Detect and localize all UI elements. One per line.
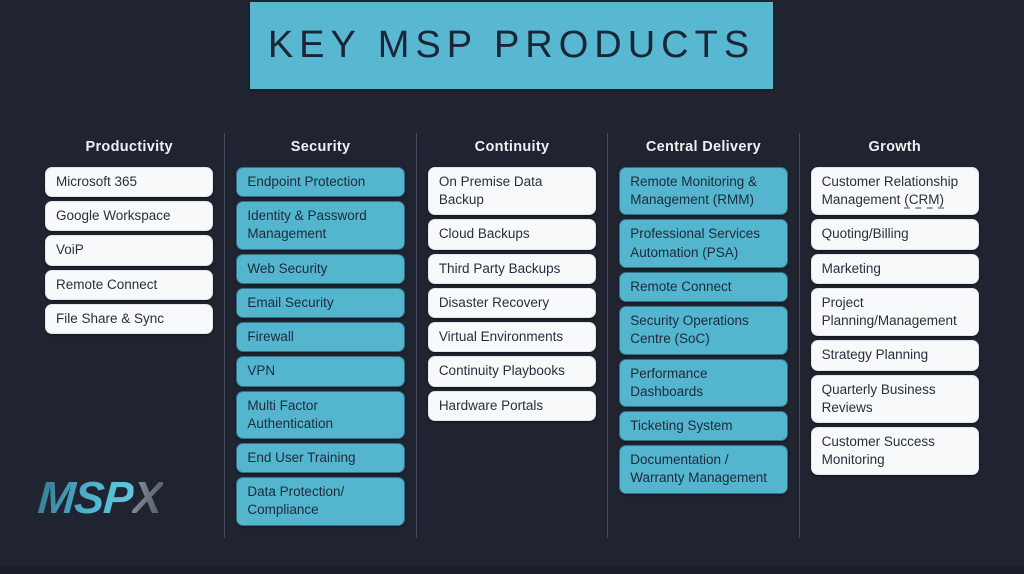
product-box-ticketing-system: Ticketing System xyxy=(619,410,788,442)
title-banner: KEY MSP PRODUCTS xyxy=(250,2,773,89)
product-box-identity-password-management: Identity & Password Management xyxy=(236,201,405,250)
column-header-productivity: Productivity xyxy=(85,139,173,155)
product-box-file-share-sync: File Share & Sync xyxy=(45,303,214,335)
product-box-google-workspace: Google Workspace xyxy=(45,201,214,232)
column-continuity: Continuity On Premise Data Backup Cloud … xyxy=(417,133,609,538)
product-box-multi-factor-authentication: Multi Factor Authentication xyxy=(236,390,405,439)
product-box-rmm: Remote Monitoring & Management (RMM) xyxy=(619,167,788,216)
product-box-end-user-training: End User Training xyxy=(236,442,405,474)
column-header-central-delivery: Central Delivery xyxy=(645,139,762,155)
column-productivity: Productivity Microsoft 365 Google Worksp… xyxy=(34,133,226,538)
product-box-data-protection-compliance: Data Protection/ Compliance xyxy=(236,477,405,526)
column-central-delivery: Central Delivery Remote Monitoring & Man… xyxy=(608,133,800,538)
product-box-web-security: Web Security xyxy=(236,253,405,284)
product-box-project-planning-management: Project Planning/Management xyxy=(810,287,980,337)
column-growth: Growth Customer Relationship Management … xyxy=(800,133,990,538)
product-box-firewall: Firewall xyxy=(236,322,405,353)
continuity-box-list: On Premise Data Backup Cloud Backups Thi… xyxy=(427,167,597,421)
product-box-voip: VoiP xyxy=(45,235,214,266)
column-security: Security Endpoint Protection Identity & … xyxy=(225,133,417,538)
product-box-endpoint-protection: Endpoint Protection xyxy=(236,167,405,198)
product-box-disaster-recovery: Disaster Recovery xyxy=(427,287,597,319)
product-box-on-premise-data-backup: On Premise Data Backup xyxy=(427,167,597,216)
page-title: KEY MSP PRODUCTS xyxy=(267,24,756,66)
mspx-logo-x: X xyxy=(130,472,164,523)
product-box-marketing: Marketing xyxy=(810,253,980,284)
product-box-third-party-backups: Third Party Backups xyxy=(427,253,597,284)
productivity-box-list: Microsoft 365 Google Workspace VoiP Remo… xyxy=(45,167,214,335)
column-header-continuity: Continuity xyxy=(474,139,550,155)
product-box-quarterly-business-reviews: Quarterly Business Reviews xyxy=(810,374,980,423)
growth-box-list: Customer Relationship Management (CRM) Q… xyxy=(810,167,980,476)
mspx-logo-msp: MSP xyxy=(36,472,135,523)
product-box-continuity-playbooks: Continuity Playbooks xyxy=(427,356,597,387)
product-box-performance-dashboards: Performance Dashboards xyxy=(619,358,788,407)
product-box-virtual-environments: Virtual Environments xyxy=(427,322,597,353)
product-box-strategy-planning: Strategy Planning xyxy=(810,340,980,371)
bottom-edge-strip xyxy=(0,567,1024,574)
product-box-soc: Security Operations Centre (SoC) xyxy=(619,306,788,355)
column-header-security: Security xyxy=(290,139,351,155)
security-box-list: Endpoint Protection Identity & Password … xyxy=(236,167,405,526)
product-box-documentation-warranty-management: Documentation / Warranty Management xyxy=(619,445,788,494)
product-box-remote-connect-central: Remote Connect xyxy=(619,271,788,303)
product-box-cloud-backups: Cloud Backups xyxy=(427,219,597,250)
product-box-hardware-portals: Hardware Portals xyxy=(427,390,597,421)
product-box-quoting-billing: Quoting/Billing xyxy=(810,219,980,250)
product-box-customer-success-monitoring: Customer Success Monitoring xyxy=(810,426,980,476)
product-box-vpn: VPN xyxy=(236,356,405,387)
column-header-growth: Growth xyxy=(868,139,922,155)
central-delivery-box-list: Remote Monitoring & Management (RMM) Pro… xyxy=(619,167,788,494)
product-box-email-security: Email Security xyxy=(236,287,405,319)
product-box-psa: Professional Services Automation (PSA) xyxy=(619,219,788,268)
columns-area: Productivity Microsoft 365 Google Worksp… xyxy=(34,133,990,538)
product-box-remote-connect: Remote Connect xyxy=(45,269,214,300)
mspx-logo: MSPX xyxy=(36,472,163,524)
product-box-microsoft-365: Microsoft 365 xyxy=(45,167,214,198)
product-box-crm: Customer Relationship Management (CRM) xyxy=(810,167,980,216)
crm-label: Customer Relationship Management xyxy=(821,174,959,208)
crm-suffix: (CRM) xyxy=(904,192,944,210)
